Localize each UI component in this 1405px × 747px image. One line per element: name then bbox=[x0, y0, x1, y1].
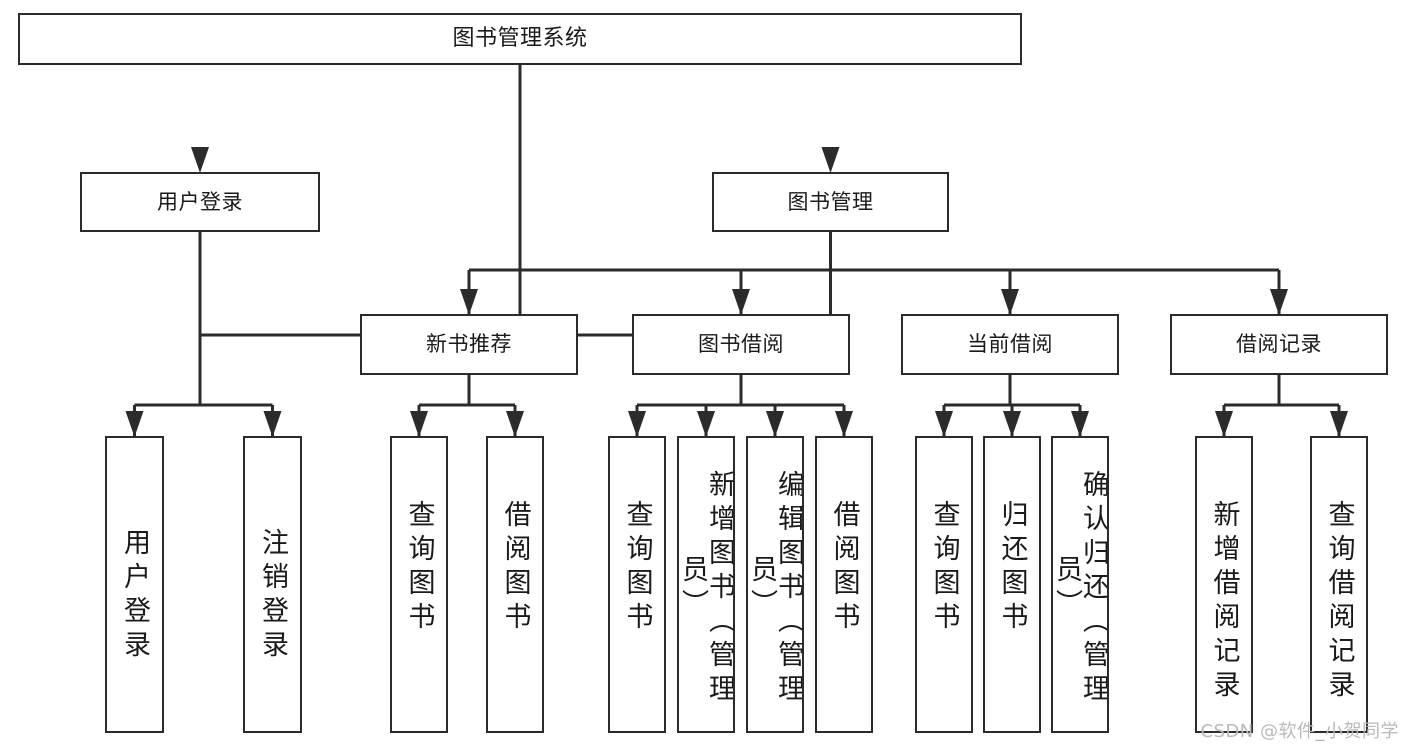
node-label-leaf-user-login: 用户登录 bbox=[119, 528, 150, 664]
node-label-user-login: 用户登录 bbox=[157, 189, 243, 214]
node-leaf-query-record[interactable]: 查询借阅记录 bbox=[1310, 436, 1368, 733]
node-leaf-logout[interactable]: 注销登录 bbox=[243, 436, 302, 733]
node-label-book-manage: 图书管理 bbox=[787, 189, 874, 214]
node-leaf-user-login[interactable]: 用户登录 bbox=[105, 436, 164, 733]
node-label-leaf-borrow-book-2: 借阅图书 bbox=[828, 500, 860, 636]
node-label-leaf-edit-book: 编辑图书（管理员） bbox=[746, 469, 804, 708]
node-new-book-rec[interactable]: 新书推荐 bbox=[360, 314, 578, 375]
node-label-leaf-query-book-3: 查询图书 bbox=[928, 500, 960, 636]
node-current-borrow[interactable]: 当前借阅 bbox=[901, 314, 1119, 375]
node-label-borrow-record: 借阅记录 bbox=[1236, 332, 1322, 357]
node-label-leaf-query-book-1: 查询图书 bbox=[403, 500, 435, 636]
node-leaf-borrow-book-1[interactable]: 借阅图书 bbox=[486, 436, 544, 733]
node-label-leaf-query-book-2: 查询图书 bbox=[621, 500, 653, 636]
node-leaf-query-book-2[interactable]: 查询图书 bbox=[608, 436, 666, 733]
node-leaf-query-book-1[interactable]: 查询图书 bbox=[390, 436, 448, 733]
watermark-text: CSDN @软件_小贺同学 bbox=[1200, 721, 1399, 742]
node-label-leaf-query-record: 查询借阅记录 bbox=[1323, 500, 1355, 704]
node-book-borrow[interactable]: 图书借阅 bbox=[632, 314, 850, 375]
node-root[interactable]: 图书管理系统 bbox=[18, 13, 1022, 65]
node-borrow-record[interactable]: 借阅记录 bbox=[1170, 314, 1388, 375]
node-user-login[interactable]: 用户登录 bbox=[80, 172, 320, 232]
node-label-leaf-add-record: 新增借阅记录 bbox=[1208, 500, 1240, 704]
node-leaf-confirm-return[interactable]: 确认归还（管理员） bbox=[1051, 436, 1109, 733]
node-label-leaf-logout: 注销登录 bbox=[257, 528, 288, 664]
node-leaf-return-book[interactable]: 归还图书 bbox=[983, 436, 1041, 733]
node-leaf-add-record[interactable]: 新增借阅记录 bbox=[1195, 436, 1253, 733]
node-label-new-book-rec: 新书推荐 bbox=[426, 332, 512, 357]
node-leaf-edit-book[interactable]: 编辑图书（管理员） bbox=[746, 436, 804, 733]
node-leaf-borrow-book-2[interactable]: 借阅图书 bbox=[815, 436, 873, 733]
node-book-manage[interactable]: 图书管理 bbox=[712, 172, 949, 232]
node-label-leaf-confirm-return: 确认归还（管理员） bbox=[1051, 469, 1109, 708]
node-label-root: 图书管理系统 bbox=[452, 26, 588, 52]
node-leaf-add-book[interactable]: 新增图书（管理员） bbox=[677, 436, 735, 733]
node-label-leaf-return-book: 归还图书 bbox=[996, 500, 1028, 636]
node-label-current-borrow: 当前借阅 bbox=[967, 332, 1053, 357]
node-label-leaf-add-book: 新增图书（管理员） bbox=[677, 469, 735, 708]
node-leaf-query-book-3[interactable]: 查询图书 bbox=[915, 436, 973, 733]
node-label-leaf-borrow-book-1: 借阅图书 bbox=[499, 500, 531, 636]
node-label-book-borrow: 图书借阅 bbox=[698, 332, 784, 357]
